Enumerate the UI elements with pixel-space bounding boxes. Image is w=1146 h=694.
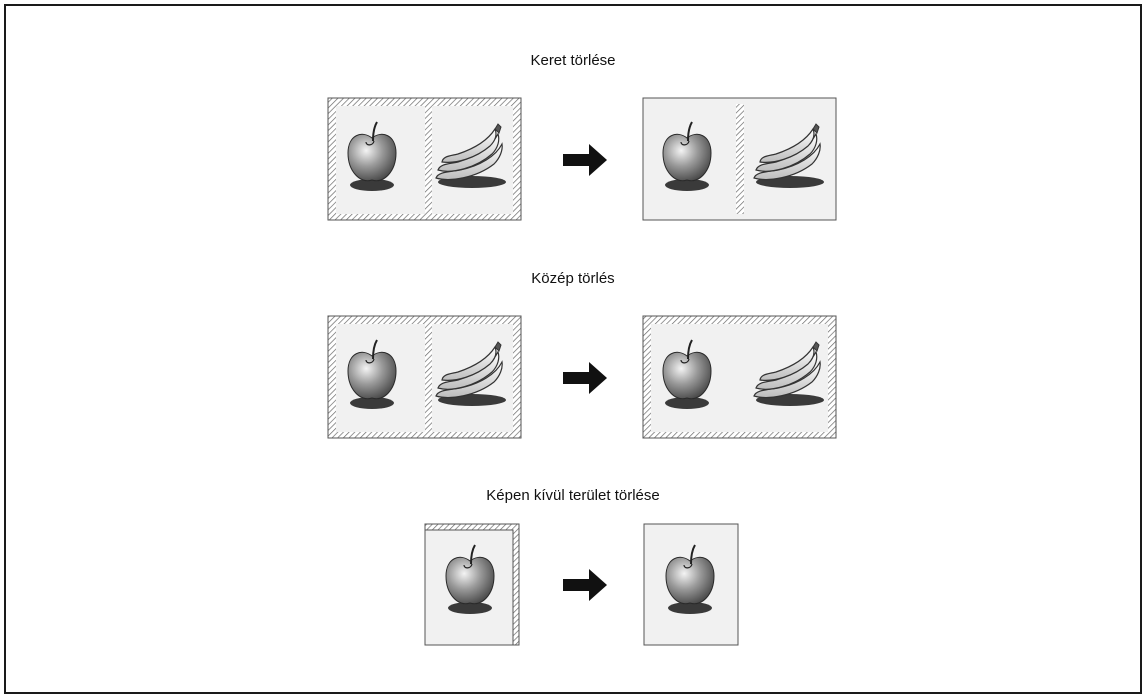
arrow-right-icon <box>563 144 607 176</box>
outside-erase-before-page <box>425 524 519 645</box>
outside-erase-after-page <box>644 524 738 645</box>
frame-erase-before-page <box>328 98 521 220</box>
arrow-right-icon <box>563 362 607 394</box>
frame-erase-after-page <box>643 98 836 220</box>
center-erase-before-page <box>328 316 521 438</box>
center-erase-after-page <box>643 316 836 438</box>
arrow-right-icon <box>563 569 607 601</box>
